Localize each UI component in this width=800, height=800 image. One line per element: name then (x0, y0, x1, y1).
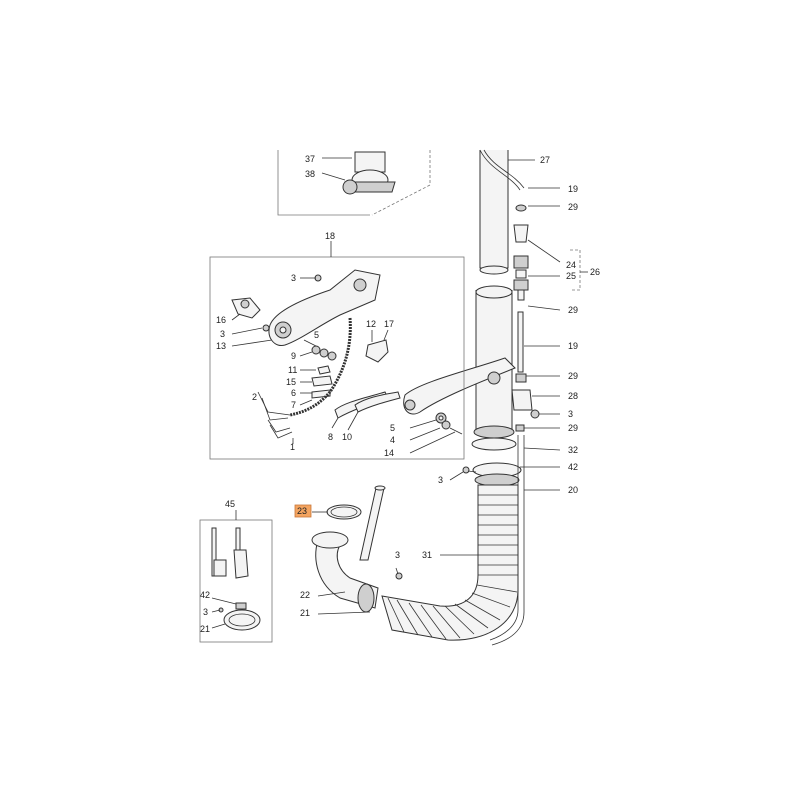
callout-45: 45 (225, 499, 235, 509)
callout-23: 23 (297, 506, 307, 516)
callout-25: 25 (566, 271, 576, 281)
callout-21-lower: 21 (300, 608, 310, 618)
callout-26: 26 (590, 267, 600, 277)
callout-21-box: 21 (200, 624, 210, 634)
detail-box-18: 18 3 16 3 13 12 17 5 9 1 (209, 231, 465, 460)
callout-37: 37 (305, 154, 315, 164)
valve-stack: 19 29 24 25 26 29 19 29 28 3 29 32 42 20 (489, 184, 600, 646)
callout-6: 6 (291, 388, 296, 398)
callout-8: 8 (328, 432, 333, 442)
callout-24: 24 (566, 260, 576, 270)
callout-28: 28 (568, 391, 578, 401)
detail-box-top: 37 38 (277, 150, 431, 216)
callout-4: 4 (390, 435, 395, 445)
callout-3-box-a: 3 (291, 273, 296, 283)
callout-29-top: 29 (568, 202, 578, 212)
callout-7: 7 (291, 400, 296, 410)
callout-3-right: 3 (568, 409, 573, 419)
highlight-23 (294, 504, 312, 518)
detail-box-45: 45 42 3 21 (199, 499, 273, 643)
callout-19-b: 19 (568, 341, 578, 351)
callout-29-b: 29 (568, 305, 578, 315)
callout-3-box-b: 3 (220, 329, 225, 339)
callout-11: 11 (288, 365, 297, 375)
callout-38: 38 (305, 169, 315, 179)
callout-19-top: 19 (568, 184, 578, 194)
callout-14: 14 (384, 448, 394, 458)
callout-5-box: 5 (314, 330, 319, 340)
callout-13: 13 (216, 341, 226, 351)
callout-12: 12 (366, 319, 376, 329)
callout-17: 17 (384, 319, 394, 329)
callout-32: 32 (568, 445, 578, 455)
callout-31: 31 (422, 550, 432, 560)
callout-15: 15 (286, 377, 296, 387)
callout-22: 22 (300, 590, 310, 600)
callout-9: 9 (291, 351, 296, 361)
main-tube (471, 150, 522, 487)
elbow-pipe: 23 3 22 21 (294, 485, 403, 618)
corrugated-hose: 31 (381, 484, 519, 641)
callout-29-c: 29 (568, 371, 578, 381)
callout-3-mid: 3 (438, 475, 443, 485)
handle-bracket: 5 4 14 3 (384, 357, 516, 485)
callout-3-lower: 3 (395, 550, 400, 560)
callout-3-box45: 3 (203, 607, 208, 617)
callout-29-d: 29 (568, 423, 578, 433)
callout-20: 20 (568, 485, 578, 495)
callout-1: 1 (290, 442, 295, 452)
callout-5-mid: 5 (390, 423, 395, 433)
hose-27: 27 (479, 149, 550, 191)
callout-10: 10 (342, 432, 352, 442)
callout-16: 16 (216, 315, 226, 325)
callout-2: 2 (252, 392, 257, 402)
callout-27: 27 (540, 155, 550, 165)
callout-18: 18 (325, 231, 335, 241)
callout-42-right: 42 (568, 462, 578, 472)
callout-42-box: 42 (200, 590, 210, 600)
